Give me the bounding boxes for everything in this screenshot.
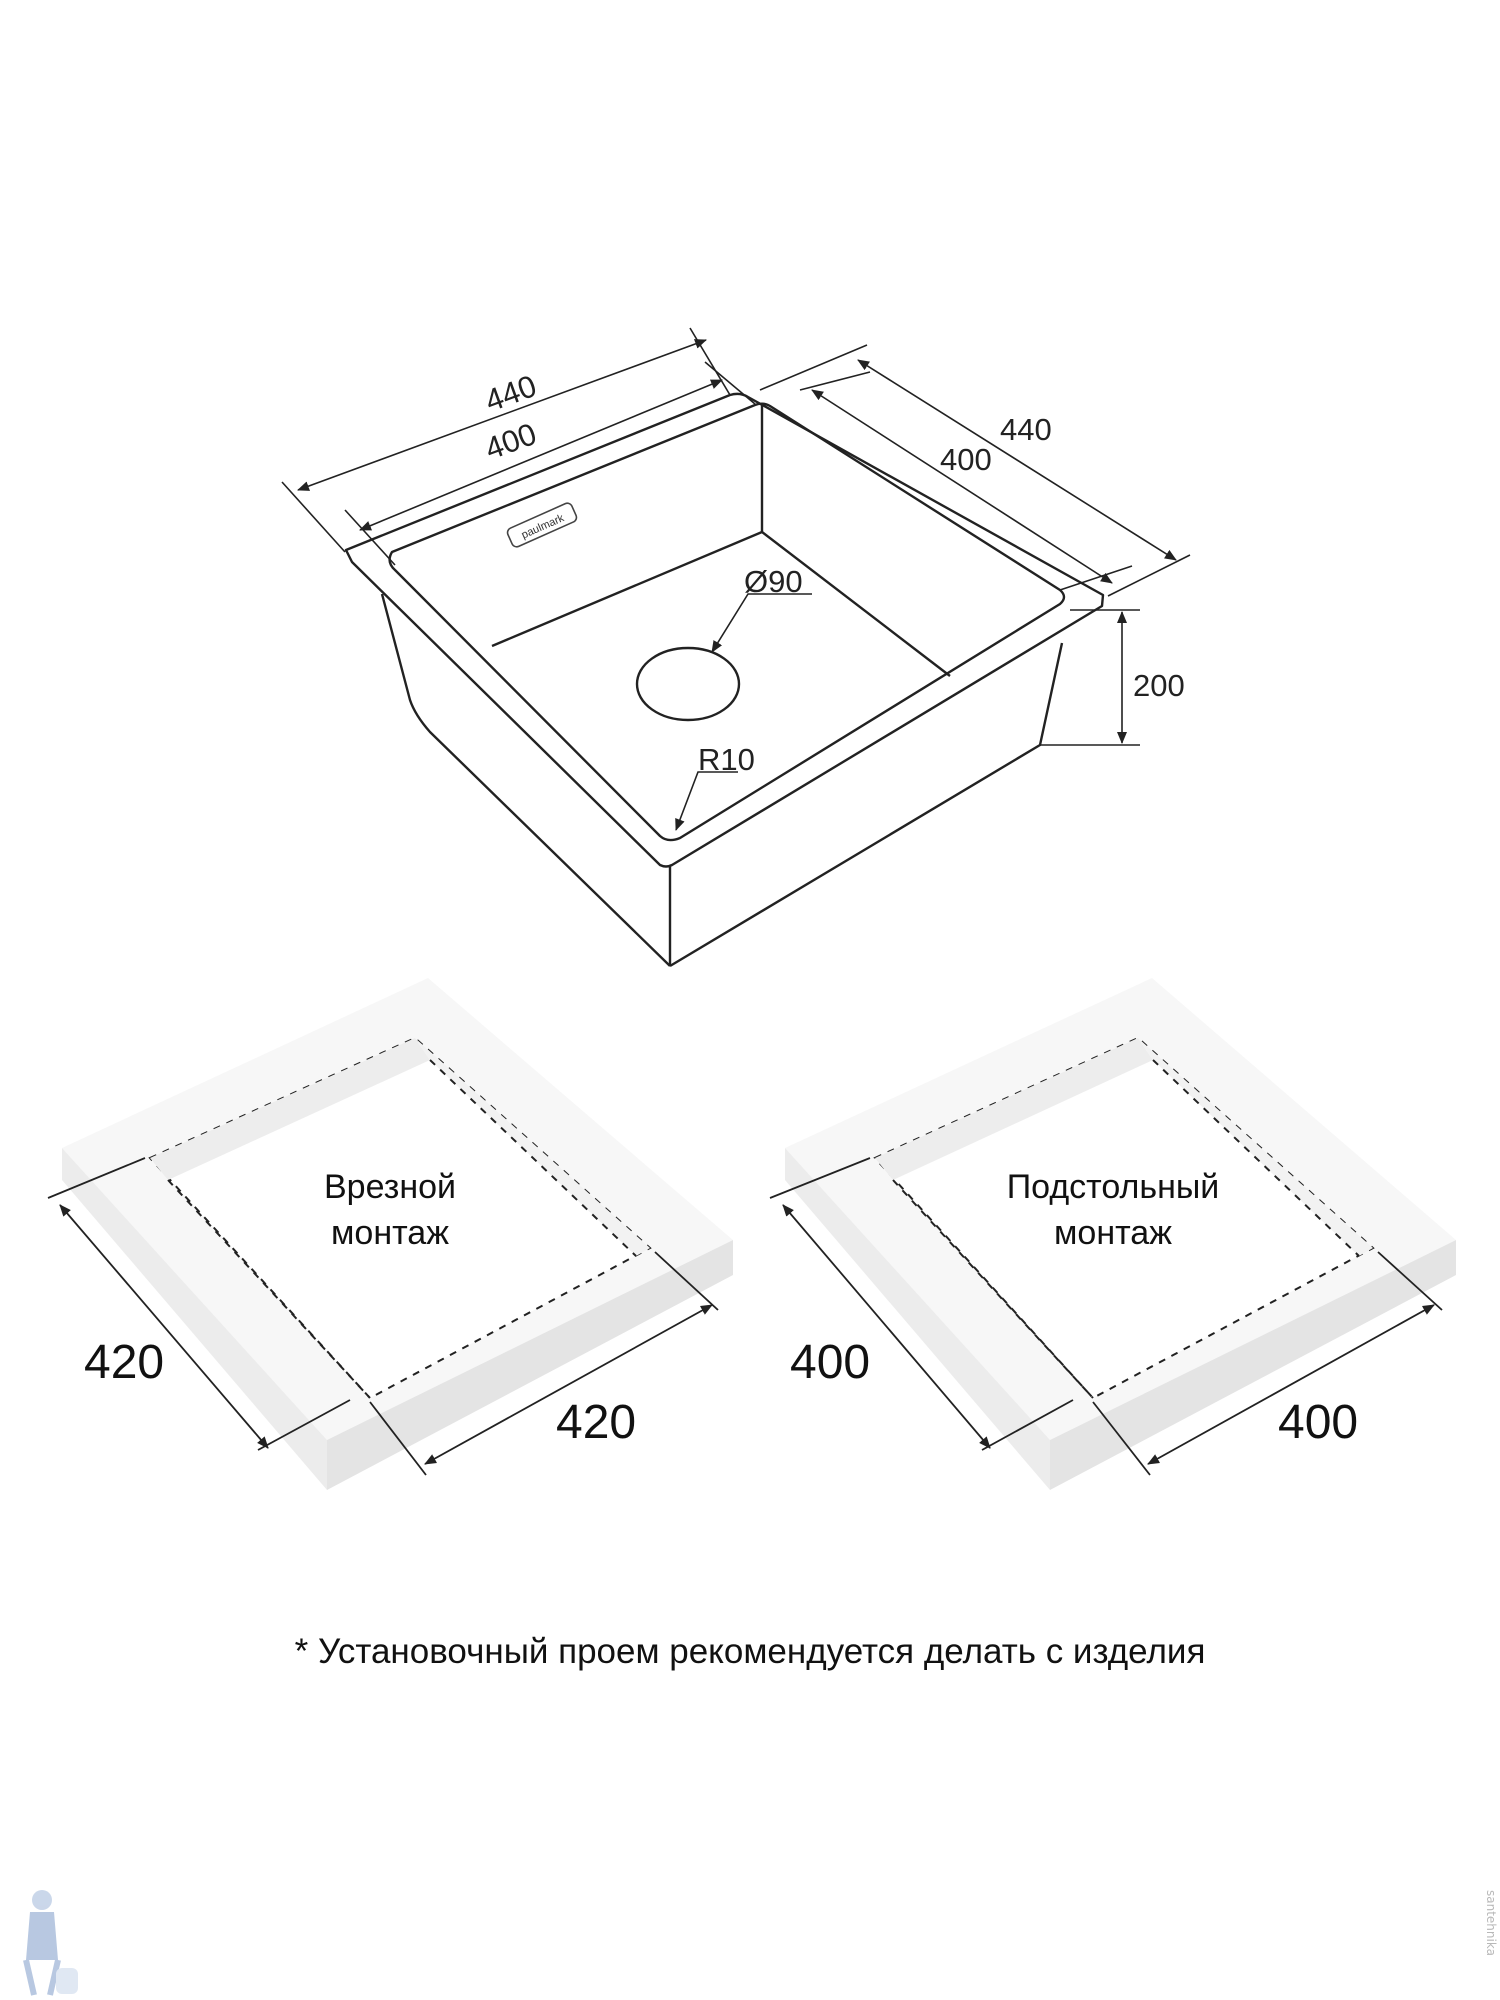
cutout-hole-edge [1152,1059,1360,1257]
cutout-hole-wall-right [1138,1038,1373,1256]
installation-footnote: * Установочный проем рекомендуется делат… [294,1632,1206,1671]
cutout-label-line2: монтаж [1054,1214,1172,1252]
ext-line [769,1157,871,1199]
ext-line [654,1251,719,1311]
dim-label-overall-width: 440 [480,368,541,419]
cutout-hole-wall [875,1038,1153,1180]
sink-floor-left [491,530,763,648]
ext-line [47,1157,146,1199]
ext-line [759,344,868,391]
sink-body-left-wall [380,593,671,967]
sink-floor-right [761,531,951,677]
dim-line-left [59,1204,269,1449]
dim-label-bowl-depth: 400 [940,442,992,477]
side-watermark: santehnika [1484,1890,1498,1956]
sink-dimension-labels: 440 400 440 400 Ø90 R10 200 [480,368,1184,777]
dim-line-left [782,1204,991,1449]
ext-line [799,371,871,391]
dim-line-bottom [1147,1304,1435,1465]
cutout-hole-edge [429,1059,637,1257]
sink-rim-outer [344,392,1105,868]
ext-line [369,1401,427,1476]
ext-line [1092,1401,1151,1476]
ext-line [257,1399,351,1451]
drain-hole [635,646,741,722]
dim-line-bowl-width [359,379,723,531]
dim-line-bowl-depth [811,389,1113,584]
cutout-dim-left: 400 [790,1336,870,1389]
dim-line-overall-depth [857,359,1177,561]
dim-label-overall-depth: 440 [1000,412,1052,447]
brand-plate: paulmark [506,502,578,548]
ext-line [1107,554,1191,597]
cutout-label-line1: Врезной [324,1168,456,1206]
sink-drawing [344,392,1105,968]
ext-line [281,481,346,553]
cutout-dim-left: 420 [84,1336,164,1389]
cutout-hole-wall-right [415,1038,650,1256]
ext-line [981,1399,1074,1451]
cutout-dim-bottom: 420 [556,1396,636,1449]
cutout-hole-wall [150,1038,430,1180]
cutout-undermount: Подстольный монтаж 400 400 [769,978,1456,1490]
cutout-flush-mount: Врезной монтаж 420 420 [47,978,733,1490]
sink-body-front-right [669,642,1064,968]
ext-line [344,509,396,566]
ext-line [704,361,756,405]
cutout-label-line1: Подстольный [1007,1168,1220,1206]
cutout-label-line2: монтаж [331,1214,449,1252]
sink-dimensions [281,327,1191,831]
ext-line [1377,1251,1443,1311]
leader-radius [675,771,738,831]
leader-drain [711,593,812,653]
sink-bowl-opening [388,402,1066,842]
plumber-mascot-logo [23,1890,78,1996]
cutout-dim-bottom: 400 [1278,1396,1358,1449]
dim-label-height: 200 [1133,668,1185,703]
dim-line-bottom [424,1304,713,1465]
dim-label-radius: R10 [698,742,755,777]
dim-label-drain: Ø90 [744,564,803,599]
